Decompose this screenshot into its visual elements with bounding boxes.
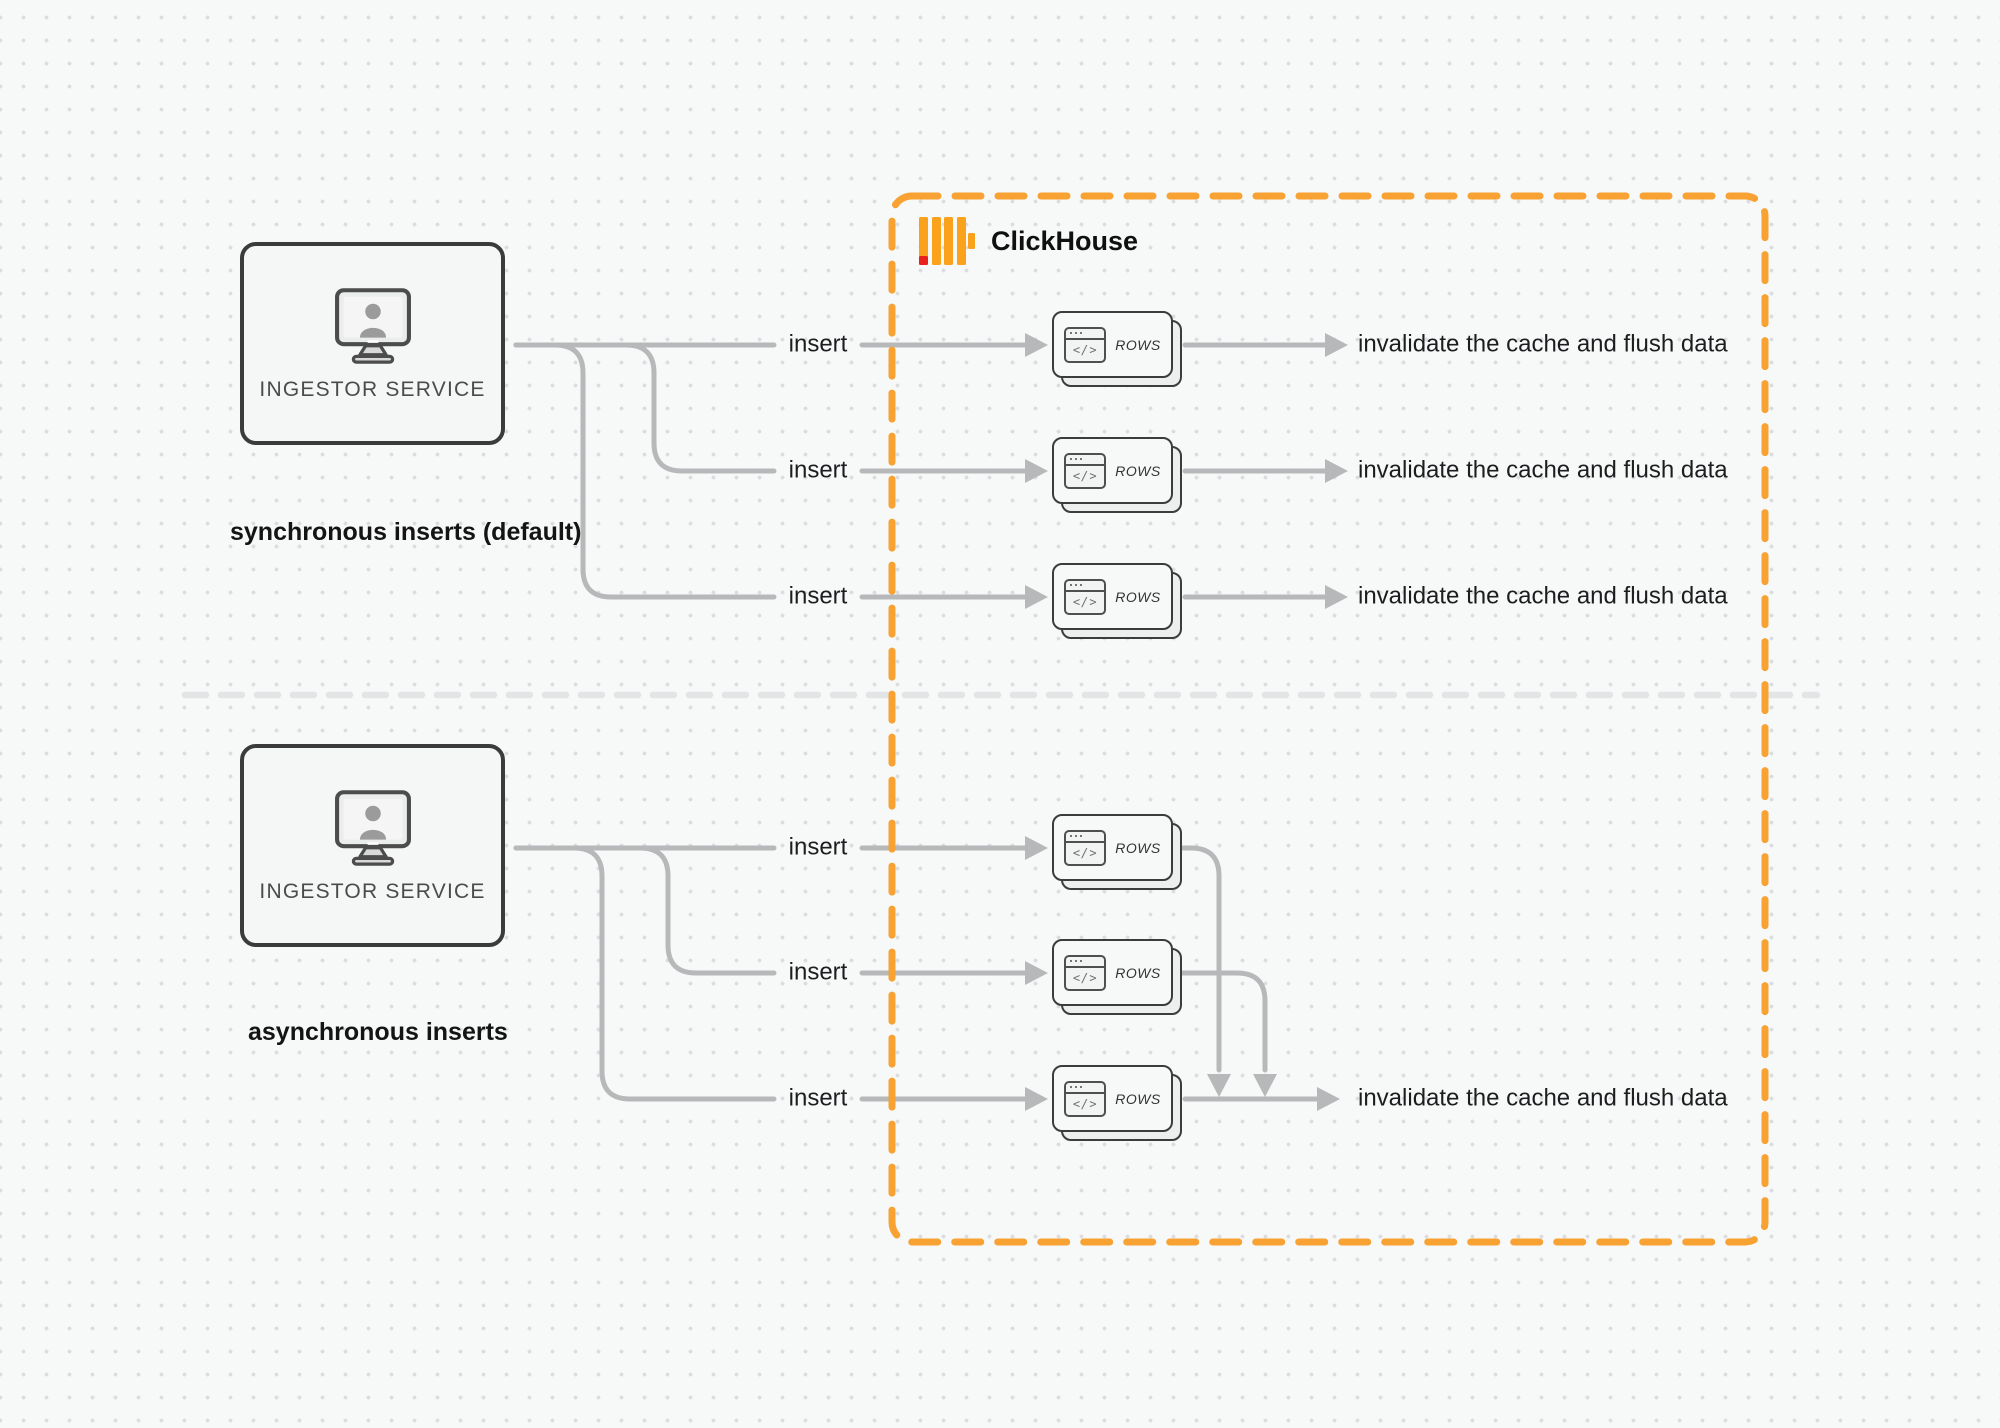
- code-glyph: </>: [1072, 971, 1098, 985]
- async-converge-line-1: [1174, 845, 1222, 1073]
- async-branch-2: [513, 845, 777, 976]
- arrowhead: [1325, 333, 1348, 357]
- arrowhead: [1025, 961, 1048, 985]
- monitor-user-icon: [334, 789, 411, 866]
- window-dots: [1066, 1083, 1105, 1094]
- code-glyph: </>: [1072, 343, 1098, 357]
- sync-insert-label-3: insert: [788, 582, 848, 610]
- code-window-icon: </>: [1064, 829, 1107, 866]
- async-rows-card-2: </> ROWS: [1052, 939, 1183, 1016]
- sync-rows-card-2: </> ROWS: [1052, 437, 1183, 514]
- card-front: </> ROWS: [1052, 437, 1173, 504]
- card-front: </> ROWS: [1052, 563, 1173, 630]
- clickhouse-bars-logo-icon: [919, 217, 975, 265]
- rows-label: ROWS: [1115, 964, 1161, 981]
- arrowhead: [1025, 1087, 1048, 1111]
- arrowhead: [1317, 1087, 1340, 1111]
- rows-label: ROWS: [1115, 588, 1161, 605]
- code-window-icon: </>: [1064, 452, 1107, 489]
- card-front: </> ROWS: [1052, 939, 1173, 1006]
- sync-section-caption: synchronous inserts (default): [230, 518, 582, 546]
- code-glyph: </>: [1072, 469, 1098, 483]
- window-dots: [1066, 455, 1105, 466]
- sync-result-label-3: invalidate the cache and flush data: [1358, 582, 1728, 610]
- async-ingestor-label: INGESTOR SERVICE: [259, 879, 486, 903]
- arrowhead-down: [1253, 1074, 1277, 1097]
- sync-result-label-1: invalidate the cache and flush data: [1358, 330, 1728, 358]
- arrowhead: [1025, 459, 1048, 483]
- clickhouse-boundary-box: [888, 192, 1769, 1246]
- card-front: </> ROWS: [1052, 311, 1173, 378]
- sync-result-label-2: invalidate the cache and flush data: [1358, 456, 1728, 484]
- arrowheads: [1025, 333, 1348, 1111]
- code-window-icon: </>: [1064, 326, 1107, 363]
- sync-branch-2: [513, 342, 777, 474]
- clickhouse-logo: ClickHouse: [919, 217, 1138, 265]
- sync-ingestor-service-box: INGESTOR SERVICE: [240, 242, 505, 445]
- sync-insert-label-1: insert: [788, 330, 848, 358]
- code-glyph: </>: [1072, 846, 1098, 860]
- arrowhead: [1325, 585, 1348, 609]
- arrowhead: [1325, 459, 1348, 483]
- async-result-label: invalidate the cache and flush data: [1358, 1084, 1728, 1112]
- sync-rows-card-3: </> ROWS: [1052, 563, 1183, 640]
- async-rows-card-1: </> ROWS: [1052, 814, 1183, 891]
- async-converge-line-2: [1174, 970, 1268, 1073]
- code-glyph: </>: [1072, 595, 1098, 609]
- async-section-caption: asynchronous inserts: [248, 1018, 508, 1046]
- clickhouse-wordmark: ClickHouse: [991, 225, 1139, 256]
- monitor-user-icon: [334, 287, 411, 364]
- card-front: </> ROWS: [1052, 1065, 1173, 1132]
- gray-connectors: [513, 342, 1329, 1102]
- async-rows-card-3: </> ROWS: [1052, 1065, 1183, 1142]
- arrowhead: [1025, 836, 1048, 860]
- code-window-icon: </>: [1064, 954, 1107, 991]
- code-window-icon: </>: [1064, 1080, 1107, 1117]
- sync-rows-card-1: </> ROWS: [1052, 311, 1183, 388]
- rows-label: ROWS: [1115, 1090, 1161, 1107]
- window-dots: [1066, 329, 1105, 340]
- sync-branch-3: [513, 342, 777, 600]
- async-branch-3: [513, 845, 777, 1102]
- arrowhead-down: [1207, 1074, 1231, 1097]
- sync-insert-label-2: insert: [788, 456, 848, 484]
- rows-label: ROWS: [1115, 336, 1161, 353]
- card-front: </> ROWS: [1052, 814, 1173, 881]
- rows-label: ROWS: [1115, 839, 1161, 856]
- code-glyph: </>: [1072, 1097, 1098, 1111]
- arrowhead: [1025, 585, 1048, 609]
- window-dots: [1066, 832, 1105, 843]
- arrowhead: [1025, 333, 1048, 357]
- sync-ingestor-label: INGESTOR SERVICE: [259, 377, 486, 401]
- code-window-icon: </>: [1064, 578, 1107, 615]
- async-ingestor-service-box: INGESTOR SERVICE: [240, 744, 505, 947]
- window-dots: [1066, 581, 1105, 592]
- async-insert-label-2: insert: [788, 958, 848, 986]
- rows-label: ROWS: [1115, 462, 1161, 479]
- async-insert-label-1: insert: [788, 833, 848, 861]
- window-dots: [1066, 957, 1105, 968]
- async-insert-label-3: insert: [788, 1084, 848, 1112]
